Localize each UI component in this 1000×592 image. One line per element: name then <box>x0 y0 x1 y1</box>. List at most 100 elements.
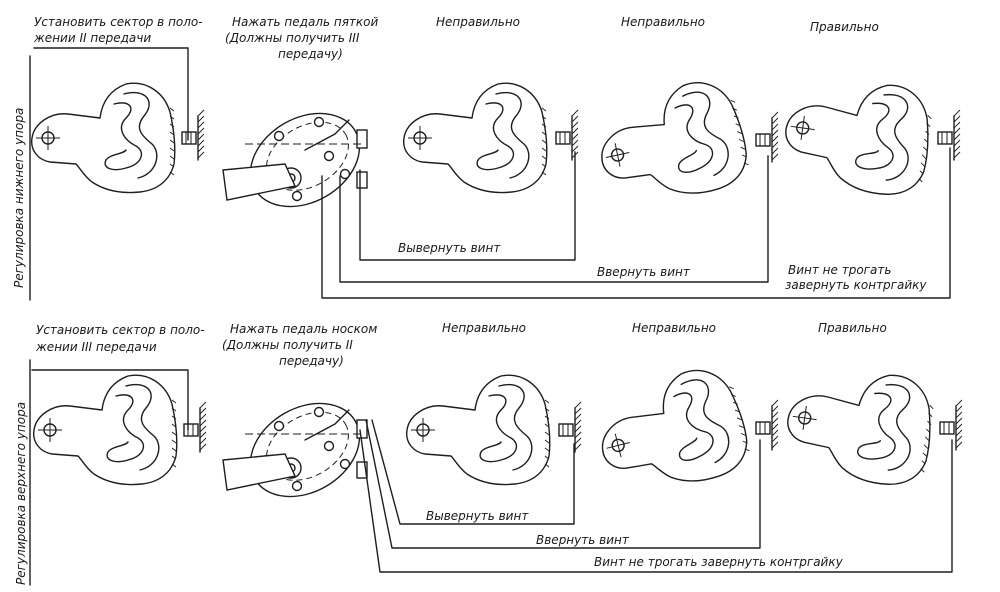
row2-header-3: Правильно <box>818 321 887 335</box>
edge-tick <box>742 154 748 158</box>
wall-hatch <box>771 429 779 437</box>
guide-slot-inner <box>885 384 911 471</box>
sector-plate <box>406 374 551 486</box>
edge-tick <box>169 139 175 144</box>
edge-tick <box>541 147 547 152</box>
wall-hatch <box>197 115 205 123</box>
pedal-assembly-icon <box>222 112 368 208</box>
edge-tick <box>733 115 739 119</box>
edge-tick <box>730 99 736 103</box>
wall-hatch <box>771 399 779 407</box>
wall-hatch <box>771 135 779 143</box>
wall-hatch <box>955 399 963 407</box>
edge-tick <box>922 452 927 457</box>
row1-header-2: Неправильно <box>621 15 706 29</box>
edge-tick <box>735 123 741 127</box>
guide-slot-inner <box>123 91 158 179</box>
wall-hatch <box>955 435 963 443</box>
wall-hatch <box>574 419 582 427</box>
wall-hatch <box>197 109 205 117</box>
row2-side-label: Регулировка верхнего упора <box>14 401 28 585</box>
pedal-inner-contour <box>266 411 349 481</box>
wall-hatch <box>197 127 205 135</box>
edge-tick <box>544 407 550 412</box>
wall-hatch <box>955 411 963 419</box>
adjusting-screw-icon <box>755 133 771 147</box>
row2-step1-line2: жении III передачи <box>36 340 157 354</box>
row1-side-label: Регулировка нижнего упора <box>12 107 26 288</box>
bolt-hole <box>273 130 285 142</box>
edge-tick <box>740 432 746 436</box>
pedal-housing <box>249 112 361 208</box>
sector-plate <box>403 82 548 194</box>
edge-tick <box>169 123 175 128</box>
wall-hatch <box>953 115 961 123</box>
edge-tick <box>169 131 175 136</box>
row1-step1-line1: Установить сектор в поло- <box>34 15 203 29</box>
bolt-hole <box>323 150 335 162</box>
wall-hatch <box>571 127 579 135</box>
leader-screw-in <box>365 419 761 549</box>
wall-hatch <box>197 133 205 141</box>
edge-tick <box>171 415 177 420</box>
sector-icon <box>406 374 551 486</box>
adjusting-screw-icon <box>181 131 197 145</box>
row2-header-1: Неправильно <box>442 321 527 335</box>
adjusting-screw-icon <box>356 171 368 189</box>
row1-action-3a: Винт не трогать <box>788 263 892 277</box>
edge-tick <box>541 107 547 112</box>
row1-step2-line3: передачу) <box>278 47 343 61</box>
edge-tick <box>171 455 177 460</box>
edge-tick <box>924 436 930 441</box>
adjusting-screw-icon <box>555 131 571 145</box>
edge-tick <box>743 162 749 166</box>
edge-tick <box>929 404 934 410</box>
wall-hatch <box>197 145 205 153</box>
wall-hatch <box>197 121 205 129</box>
adjusting-screw-icon <box>939 421 955 435</box>
bolt-hole <box>313 406 325 418</box>
guide-slot-outer <box>857 392 896 460</box>
edge-tick <box>922 146 928 151</box>
edge-tick <box>921 154 926 159</box>
wall-hatch <box>574 443 582 451</box>
bolt-hole <box>323 440 335 452</box>
leader-lock-nut <box>321 147 951 299</box>
wall-hatch <box>771 435 779 443</box>
guide-slot-outer <box>479 394 518 463</box>
edge-tick <box>928 412 933 418</box>
pivot-axis <box>614 433 622 458</box>
wall-hatch <box>199 431 207 439</box>
edge-tick <box>921 460 926 465</box>
wall-hatch <box>574 401 582 409</box>
bolt-hole <box>291 480 303 492</box>
sector-icon <box>403 82 548 194</box>
edge-tick <box>736 417 742 421</box>
row2-action-3: Винт не трогать завернуть контргайку <box>594 555 843 569</box>
sector-icon <box>31 82 176 194</box>
wall-hatch <box>955 429 963 437</box>
row2-step2-line2: (Должны получить II <box>222 338 353 352</box>
wall-hatch <box>771 129 779 137</box>
edge-tick <box>541 115 547 120</box>
edge-tick <box>169 163 175 168</box>
edge-tick <box>926 428 931 433</box>
wall-hatch <box>571 133 579 141</box>
edge-tick <box>171 423 177 428</box>
edge-tick <box>544 415 550 420</box>
row1-action-1: Вывернуть винт <box>398 241 501 255</box>
adjusting-screw-icon <box>558 423 574 437</box>
sector-icon <box>785 84 932 195</box>
edge-tick <box>920 162 925 167</box>
guide-slot-inner <box>883 94 909 181</box>
edge-tick <box>544 439 550 444</box>
wall-hatch <box>771 423 779 431</box>
wall-hatch <box>953 109 961 117</box>
wall-hatch <box>197 139 205 147</box>
wall-hatch <box>571 145 579 153</box>
edge-tick <box>926 122 931 128</box>
wall-hatch <box>571 109 579 117</box>
sector-icon <box>601 82 749 194</box>
edge-tick <box>732 107 738 111</box>
